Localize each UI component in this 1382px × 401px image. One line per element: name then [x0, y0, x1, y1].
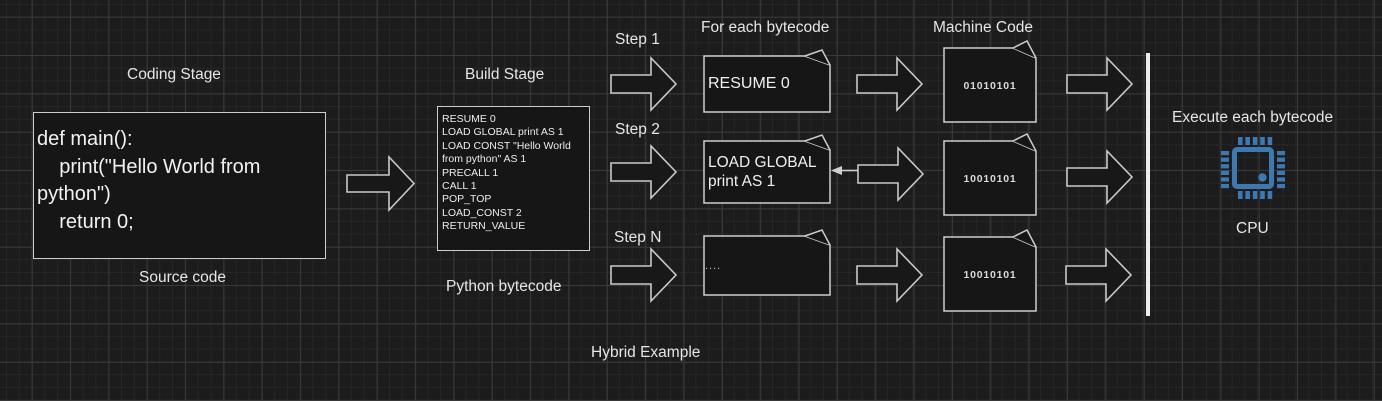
machine-doc-rown: 10010101 [943, 229, 1037, 312]
bytecode-doc-rown: .... [703, 229, 831, 296]
cpu-chip-icon [1221, 137, 1285, 199]
document-shape-icon [703, 134, 831, 204]
document-shape-icon [943, 229, 1037, 312]
machine-row2-text: 10010101 [963, 172, 1017, 185]
bytecode-column-title: For each bytecode [701, 19, 830, 36]
arrow-source-to-build-icon [346, 155, 416, 212]
back-arrow-row2-icon [831, 166, 858, 175]
python-bytecode-caption: Python bytecode [446, 278, 562, 295]
bytecode-row2-text: LOAD GLOBAL print AS 1 [708, 154, 816, 190]
cpu-caption: CPU [1236, 220, 1269, 237]
machine-code-column-title: Machine Code [933, 19, 1033, 36]
arrow-row1-to-machine-icon [856, 56, 924, 112]
arrow-row2-to-machine-icon [857, 146, 925, 202]
arrow-rown-to-cpu-icon [1065, 247, 1133, 303]
diagram-footer-title: Hybrid Example [591, 344, 701, 361]
arrow-rown-to-machine-icon [856, 247, 924, 303]
cpu-bus-bar [1146, 53, 1150, 316]
step-n-label: Step N [614, 229, 662, 246]
machine-doc-row1: 01010101 [943, 40, 1037, 123]
bytecode-doc-row1: RESUME 0 [703, 49, 831, 113]
execute-title: Execute each bytecode [1172, 109, 1334, 126]
bytecode-doc-row2: LOAD GLOBAL print AS 1 [703, 134, 831, 204]
source-code-caption: Source code [139, 269, 227, 286]
step-2-label: Step 2 [615, 121, 660, 138]
source-code-box: def main(): print("Hello World from pyth… [33, 112, 326, 259]
step-1-label: Step 1 [615, 31, 660, 48]
build-stage-title: Build Stage [465, 66, 545, 83]
document-shape-icon [703, 49, 831, 113]
document-shape-icon [943, 40, 1037, 123]
machine-doc-row2: 10010101 [943, 133, 1037, 216]
arrow-step1-icon [610, 56, 678, 112]
bytecode-rown-text: .... [705, 260, 722, 272]
arrow-stepn-icon [610, 247, 678, 303]
python-bytecode-box: RESUME 0 LOAD GLOBAL print AS 1 LOAD CON… [437, 106, 590, 251]
arrow-row1-to-cpu-icon [1066, 56, 1134, 112]
coding-stage-title: Coding Stage [127, 66, 221, 83]
document-shape-icon [703, 229, 831, 296]
machine-rown-text: 10010101 [963, 268, 1017, 281]
arrow-row2-to-cpu-icon [1066, 149, 1134, 205]
bytecode-row1-text: RESUME 0 [708, 75, 790, 92]
document-shape-icon [943, 133, 1037, 216]
machine-row1-text: 01010101 [963, 79, 1017, 92]
arrow-step2-icon [610, 144, 678, 200]
